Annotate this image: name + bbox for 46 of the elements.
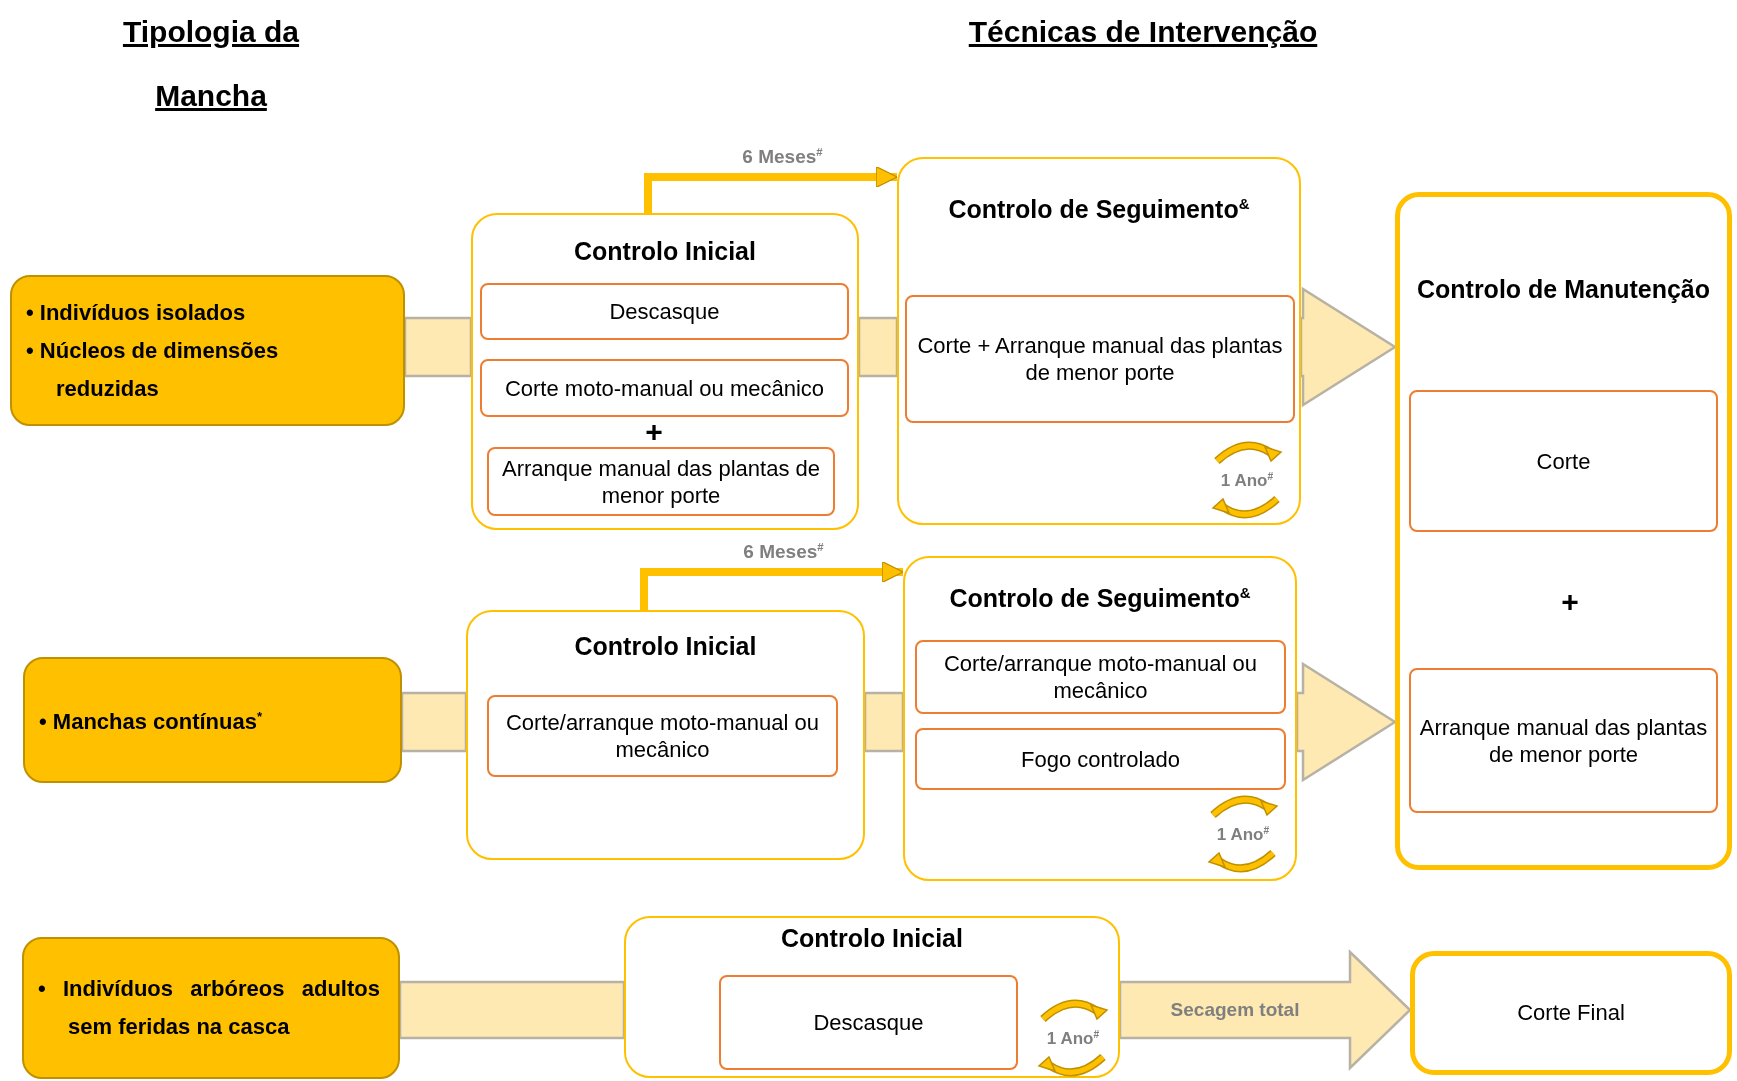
- technique-box: Arranque manual das plantas de menor porte: [487, 447, 835, 516]
- connector-band: [403, 316, 473, 378]
- section-heading: Técnicas de Intervenção: [967, 14, 1319, 50]
- bullet-item: • Manchas contínuas$^{*}$: [39, 708, 264, 737]
- category-box: [10, 275, 405, 426]
- panel-heading: Controlo de Seguimento$^{&}$: [947, 195, 1251, 225]
- panel-heading: Controlo de Manutenção: [1415, 275, 1712, 304]
- technique-box: Descasque: [480, 283, 849, 340]
- bullet-item: • Indivíduos isolados: [26, 298, 247, 327]
- category-box: [22, 937, 400, 1079]
- panel-heading: Controlo Inicial: [780, 924, 964, 953]
- connector-band: [400, 691, 468, 753]
- section-heading: Tipologia da Mancha: [121, 14, 301, 114]
- technique-box: Corte + Arranque manual das plantas de menor porte: [905, 295, 1295, 423]
- panel-heading: Controlo Inicial: [573, 237, 757, 266]
- plus-sign: +: [645, 418, 663, 446]
- technique-box: Corte/arranque moto-manual ou mecânico: [915, 640, 1286, 714]
- technique-box: Fogo controlado: [915, 728, 1286, 790]
- stage-panel: [903, 556, 1297, 881]
- connector-band: [398, 980, 626, 1040]
- interval-label: 1 Ano$^{#}$: [1046, 1028, 1100, 1050]
- technique-box: Arranque manual das plantas de menor porte: [1409, 668, 1718, 813]
- category-box: [23, 657, 402, 783]
- interval-label: 1 Ano$^{#}$: [1216, 824, 1270, 846]
- maintenance-panel: [1395, 192, 1732, 870]
- plus-sign: +: [1561, 588, 1579, 616]
- block-arrow: [1295, 661, 1398, 783]
- panel-heading: Controlo de Seguimento$^{&}$: [948, 584, 1252, 614]
- elbow-arrow: [640, 561, 904, 610]
- bullet-item: • Núcleos de dimensões reduzidas: [26, 336, 280, 403]
- bullet-item: • Indivíduos arbóreos adultos sem feridas na casca: [38, 975, 380, 1041]
- final-step-box: Corte Final: [1410, 951, 1732, 1075]
- stage-panel: [897, 157, 1301, 525]
- technique-box: Corte: [1409, 390, 1718, 532]
- block-arrow: [1299, 286, 1398, 408]
- interval-label: 1 Ano$^{#}$: [1220, 470, 1274, 492]
- technique-box: Descasque: [719, 975, 1018, 1070]
- technique-box: Corte/arranque moto-manual ou mecânico: [487, 695, 838, 777]
- technique-box: Corte moto-manual ou mecânico: [480, 359, 849, 417]
- panel-heading: Controlo Inicial: [573, 632, 758, 661]
- stage-panel: [624, 916, 1120, 1078]
- stage-panel: [471, 213, 859, 530]
- elbow-arrow: [644, 166, 898, 213]
- connector-band: [857, 316, 899, 378]
- connector-band: [863, 691, 905, 753]
- stage-panel: [466, 610, 865, 860]
